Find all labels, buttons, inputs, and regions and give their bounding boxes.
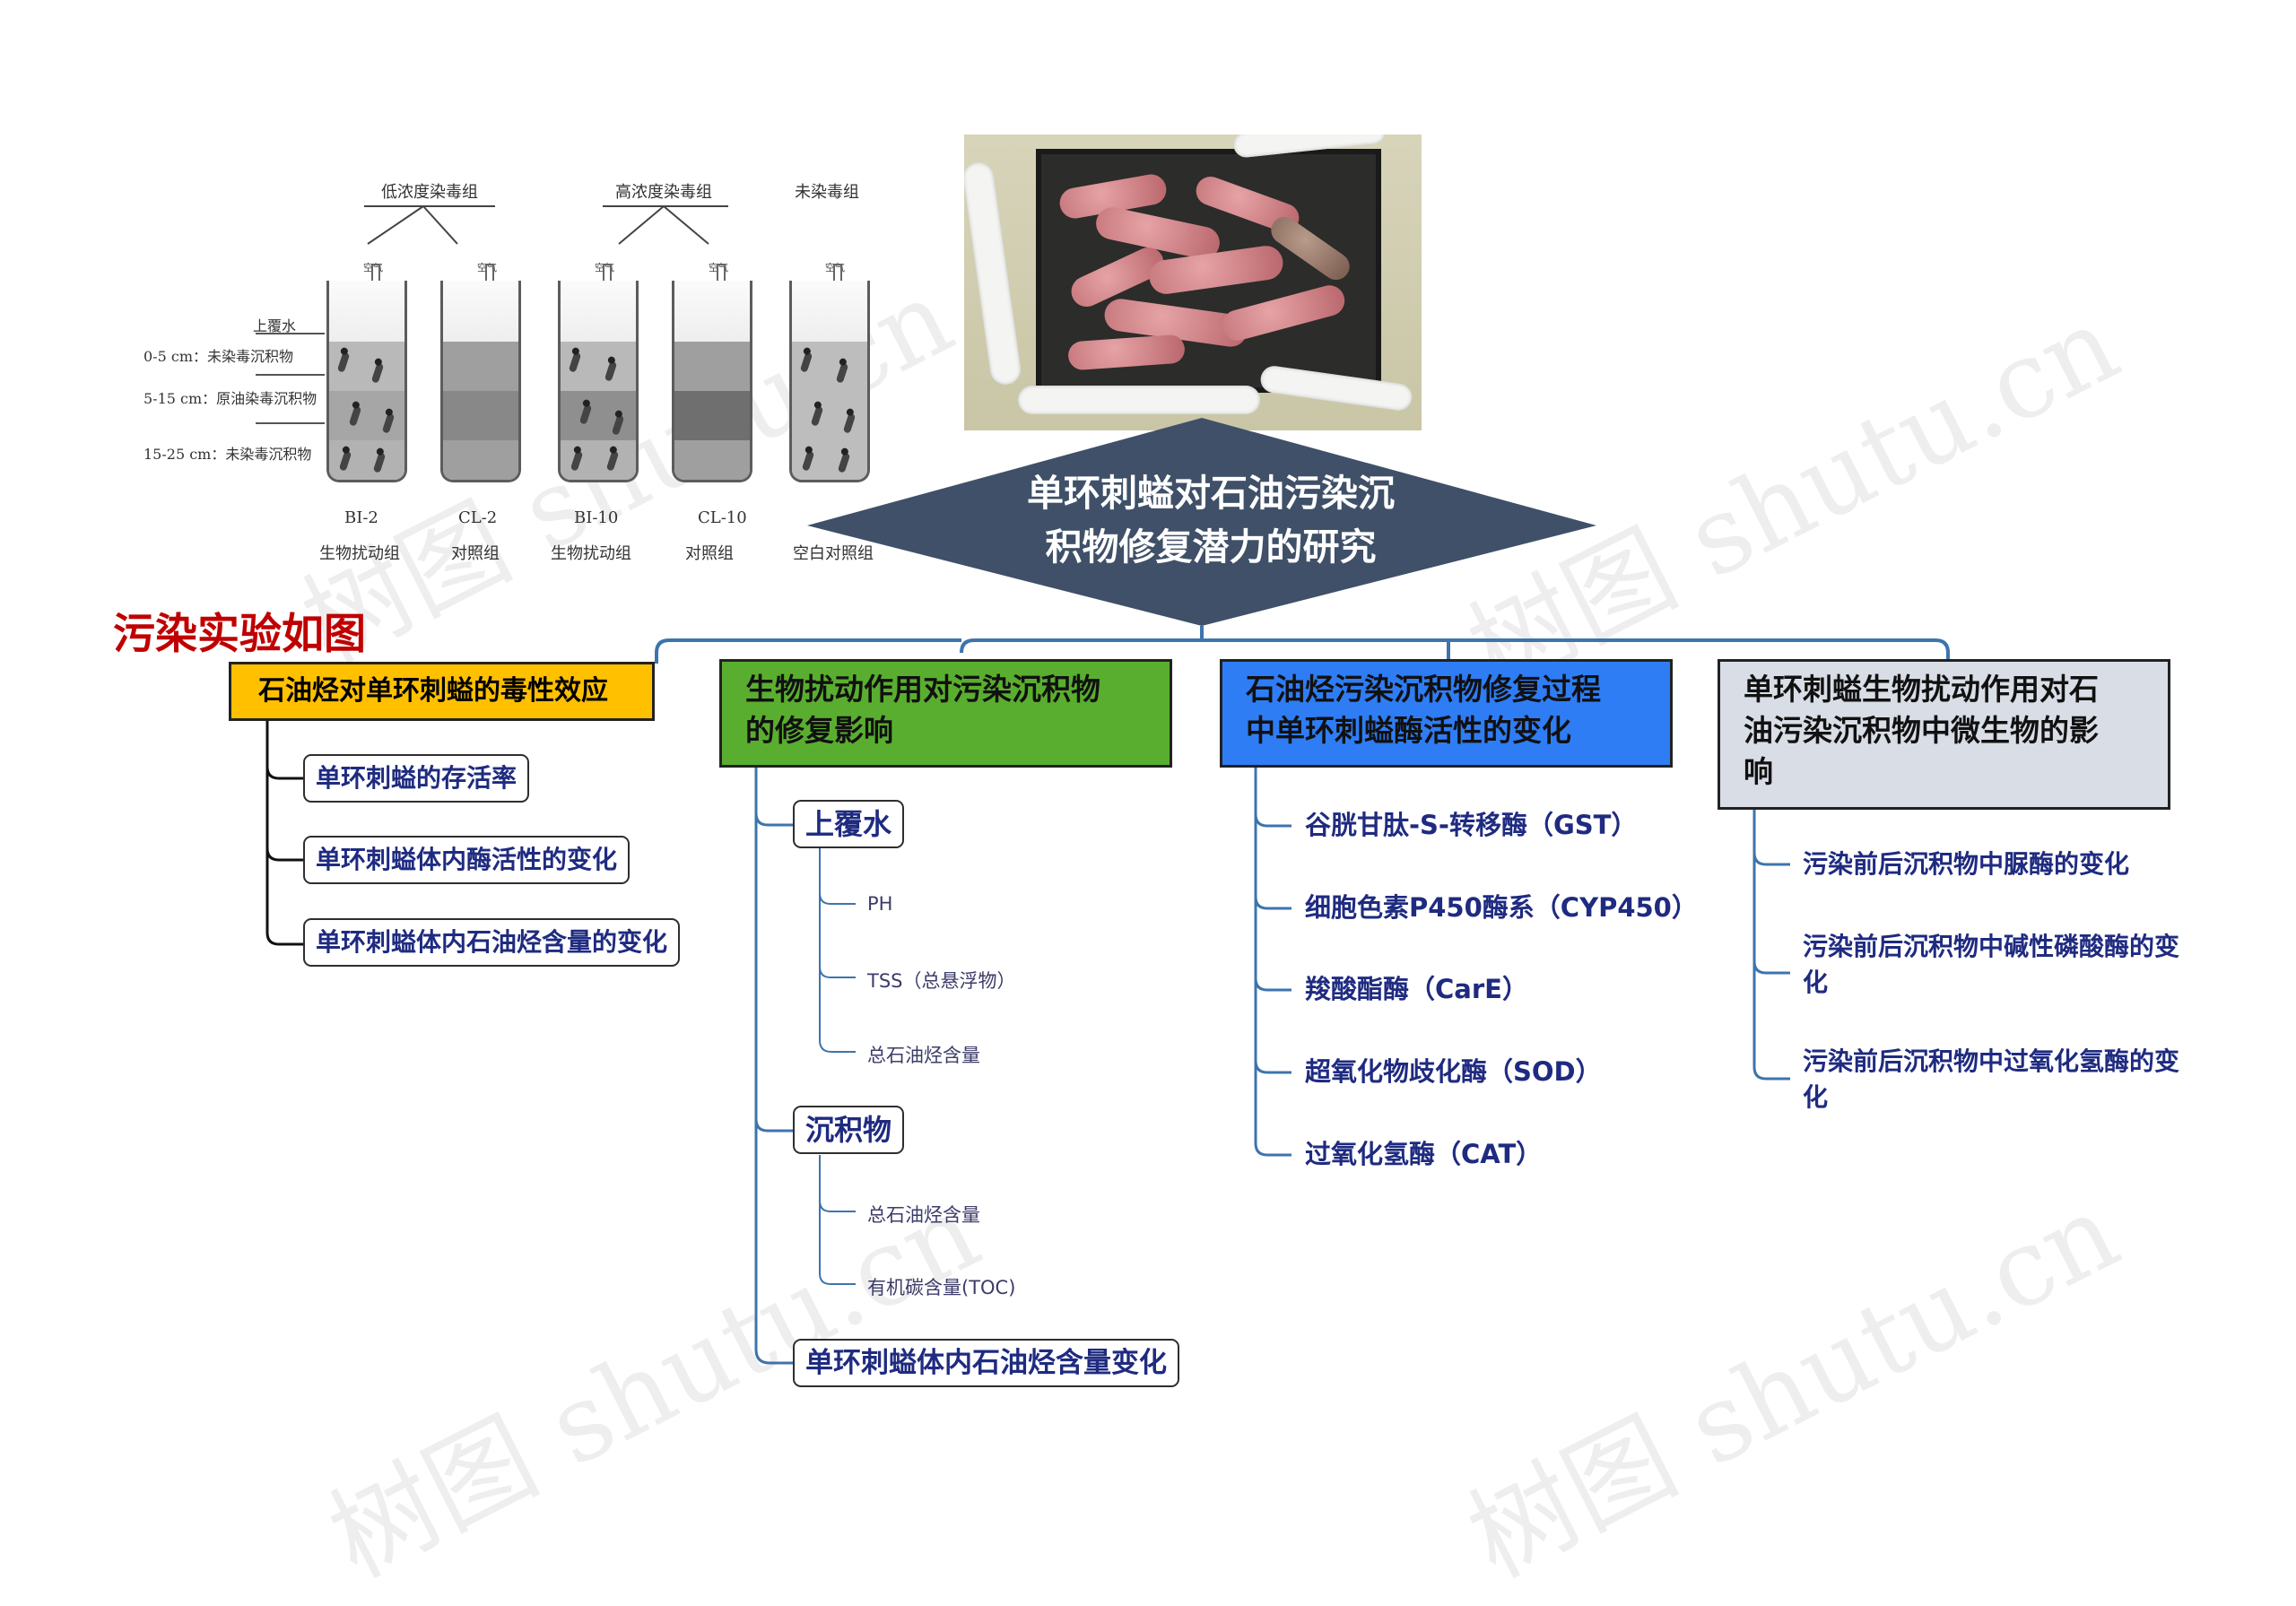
column-code: BI-10 bbox=[574, 508, 619, 527]
experiment-caption: 污染实验如图 bbox=[113, 610, 366, 659]
group-label-low: 低浓度染毒组 bbox=[381, 183, 478, 202]
leaf-gst[interactable]: 谷胱甘肽-S-转移酶（GST） bbox=[1305, 810, 1638, 840]
item-ph: PH bbox=[867, 893, 893, 915]
item-tph: 总石油烃含量 bbox=[867, 1204, 980, 1226]
branch-title-line: 中单环刺螠酶活性的变化 bbox=[1246, 713, 1571, 748]
node-overlying-water[interactable]: 上覆水 bbox=[793, 800, 905, 848]
node-label: 沉积物 bbox=[805, 1113, 892, 1147]
branch-microbes[interactable]: 单环刺螠生物扰动作用对石 油污染沉积物中微生物的影 响 bbox=[1718, 659, 2170, 810]
leaf-cyp450[interactable]: 细胞色素P450酶系（CYP450） bbox=[1305, 892, 1698, 923]
node-survival-rate[interactable]: 单环刺螠的存活率 bbox=[303, 754, 530, 803]
node-enzyme-activity[interactable]: 单环刺螠体内酶活性的变化 bbox=[303, 836, 631, 884]
branch-title-line: 石油烃污染沉积物修复过程 bbox=[1246, 672, 1601, 707]
branch-title-line: 生物扰动作用对污染沉积物 bbox=[745, 672, 1100, 707]
group-label-none: 未染毒组 bbox=[795, 183, 859, 202]
column-code: CL-2 bbox=[458, 508, 498, 527]
column-code: BI-2 bbox=[344, 508, 378, 527]
column-label: 生物扰动组 bbox=[551, 544, 631, 563]
leaf-catalase[interactable]: 污染前后沉积物中过氧化氢酶的变 化 bbox=[1803, 1044, 2179, 1116]
column-label: 生物扰动组 bbox=[319, 544, 400, 563]
central-topic-shape bbox=[807, 418, 1596, 626]
branch-enzyme-activity[interactable]: 石油烃污染沉积物修复过程 中单环刺螠酶活性的变化 bbox=[1220, 659, 1673, 768]
layer-label: 5-15 cm：原油染毒沉积物 bbox=[144, 390, 317, 407]
node-label: 单环刺螠体内石油烃含量变化 bbox=[805, 1347, 1167, 1379]
node-label: 单环刺螠体内石油烃含量的变化 bbox=[316, 927, 668, 957]
column-label: 对照组 bbox=[451, 544, 500, 563]
group-bracket-lines bbox=[364, 205, 728, 245]
connector-lines bbox=[265, 626, 1950, 1365]
node-label: 单环刺螠体内酶活性的变化 bbox=[316, 845, 618, 874]
air-pipe bbox=[485, 264, 494, 287]
leaf-line: 化 bbox=[1803, 968, 1829, 997]
node-label: 上覆水 bbox=[805, 807, 892, 841]
leaf-urease[interactable]: 污染前后沉积物中脲酶的变化 bbox=[1803, 846, 2129, 882]
branch-bioturbation[interactable]: 生物扰动作用对污染沉积物 的修复影响 bbox=[719, 659, 1172, 768]
branch-title-line: 单环刺螠生物扰动作用对石 bbox=[1744, 672, 2099, 707]
layer-label: 0-5 cm：未染毒沉积物 bbox=[144, 348, 293, 365]
node-label: 单环刺螠的存活率 bbox=[316, 763, 517, 793]
branch-title: 石油烃对单环刺螠的毒性效应 bbox=[258, 675, 608, 707]
air-pipe bbox=[603, 264, 612, 287]
column-code: CL-10 bbox=[698, 508, 747, 527]
branch-toxicity[interactable]: 石油烃对单环刺螠的毒性效应 bbox=[229, 662, 655, 721]
tank-bi-10 bbox=[558, 281, 639, 482]
tank-blank bbox=[789, 281, 870, 482]
air-pipe bbox=[371, 264, 380, 287]
branch-title-line: 响 bbox=[1744, 754, 1773, 789]
central-topic-title[interactable]: 单环刺螠对石油污染沉 积物修复潜力的研究 bbox=[942, 466, 1480, 574]
branch-title-line: 油污染沉积物中微生物的影 bbox=[1744, 713, 2099, 748]
node-sediment[interactable]: 沉积物 bbox=[793, 1106, 905, 1154]
column-label: 对照组 bbox=[685, 544, 734, 563]
leaf-line: 污染前后沉积物中脲酶的变化 bbox=[1803, 849, 2130, 879]
item-toc: 有机碳含量(TOC) bbox=[867, 1277, 1016, 1298]
leaf-cat[interactable]: 过氧化氢酶（CAT） bbox=[1305, 1139, 1543, 1169]
leaf-line: 污染前后沉积物中碱性磷酸酶的变 bbox=[1803, 932, 2180, 961]
group-label-high: 高浓度染毒组 bbox=[615, 183, 712, 202]
column-label: 空白对照组 bbox=[793, 544, 874, 563]
item-tph: 总石油烃含量 bbox=[867, 1045, 980, 1066]
node-body-hydrocarbon-change[interactable]: 单环刺螠体内石油烃含量变化 bbox=[793, 1339, 1179, 1387]
item-tss: TSS（总悬浮物） bbox=[867, 970, 1016, 992]
layer-label: 15-25 cm：未染毒沉积物 bbox=[144, 446, 312, 463]
layer-label: 上覆水 bbox=[253, 317, 297, 334]
leaf-line: 污染前后沉积物中过氧化氢酶的变 bbox=[1803, 1046, 2180, 1076]
air-pipe bbox=[717, 264, 726, 287]
tank-bi-2 bbox=[326, 281, 407, 482]
tank-cl-2 bbox=[440, 281, 521, 482]
air-pipe bbox=[833, 264, 842, 287]
leaf-sod[interactable]: 超氧化物歧化酶（SOD） bbox=[1305, 1056, 1602, 1087]
branch-title-line: 的修复影响 bbox=[745, 713, 893, 748]
leaf-line: 化 bbox=[1803, 1082, 1829, 1112]
tank-cl-10 bbox=[672, 281, 752, 482]
sea-cucumber-photo bbox=[964, 135, 1422, 430]
leaf-care[interactable]: 羧酸酯酶（CarE） bbox=[1305, 974, 1528, 1004]
leaf-alkaline-phosphatase[interactable]: 污染前后沉积物中碱性磷酸酶的变 化 bbox=[1803, 929, 2179, 1001]
layer-guide-lines bbox=[256, 333, 325, 424]
central-topic-line: 积物修复潜力的研究 bbox=[1045, 525, 1377, 569]
central-topic-line: 单环刺螠对石油污染沉 bbox=[1027, 472, 1395, 515]
node-hydrocarbon-content[interactable]: 单环刺螠体内石油烃含量的变化 bbox=[303, 918, 681, 967]
